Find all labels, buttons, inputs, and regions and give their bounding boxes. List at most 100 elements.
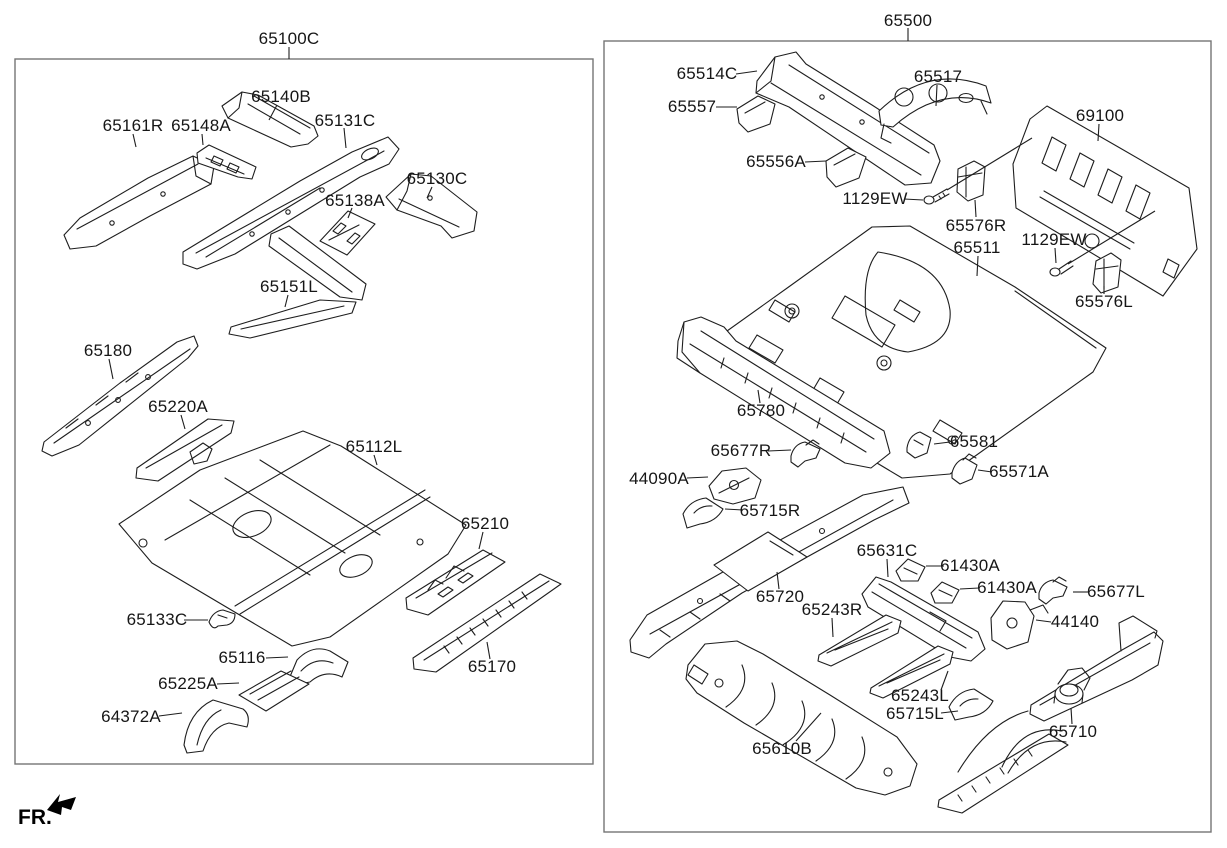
sketch-65720 — [629, 486, 910, 659]
sketch-65710 — [937, 615, 1164, 814]
part-label-65581: 65581 — [949, 432, 999, 451]
leader-line — [180, 414, 186, 430]
leader-line — [776, 571, 780, 590]
part-label-65556A: 65556A — [746, 152, 806, 171]
leader-line — [757, 389, 761, 404]
part-sketches — [41, 51, 1198, 814]
sketch-65514C — [755, 51, 941, 186]
leader-line — [974, 199, 977, 218]
leader-line — [1097, 123, 1100, 142]
sketch-65556A — [825, 147, 867, 188]
leader-line — [940, 710, 959, 714]
sketch-65610B — [685, 640, 918, 796]
part-label-65576R: 65576R — [945, 216, 1007, 235]
part-label-65557: 65557 — [667, 97, 717, 116]
part-label-44090A: 44090A — [629, 469, 689, 488]
leader-line — [886, 558, 889, 578]
part-label-65780: 65780 — [736, 401, 786, 420]
sketch-65112L — [118, 430, 467, 647]
part-label-65677L: 65677L — [1087, 582, 1145, 601]
part-label-65220A: 65220A — [148, 397, 208, 416]
part-label-65148A: 65148A — [171, 116, 231, 135]
leader-line — [478, 531, 484, 550]
sketch-65210 — [405, 549, 506, 616]
leader-line — [933, 441, 951, 445]
leader-line — [284, 294, 289, 308]
leader-line — [831, 617, 834, 638]
part-label-65130C: 65130C — [406, 169, 468, 188]
part-label-65715L: 65715L — [886, 704, 944, 723]
part-label-65116: 65116 — [218, 648, 266, 667]
sketch-65170 — [412, 573, 562, 673]
part-label-61430A: 61430A — [977, 578, 1037, 597]
part-label-65710: 65710 — [1048, 722, 1098, 741]
sketch-bolt-1129ew-left — [1049, 260, 1074, 277]
sketch-65138A — [319, 210, 376, 256]
sketch-65131C — [182, 136, 400, 270]
leader-line — [1035, 619, 1052, 623]
part-label-65517: 65517 — [913, 67, 963, 86]
part-label-65610B: 65610B — [752, 739, 812, 758]
leader-line — [976, 255, 979, 277]
part-label-65170: 65170 — [467, 657, 517, 676]
leader-lines — [108, 28, 1156, 742]
sketch-65130C — [385, 173, 478, 239]
leader-line — [1070, 707, 1073, 725]
part-label-61430A: 61430A — [940, 556, 1000, 575]
part-label-65210: 65210 — [460, 514, 510, 533]
fr-direction-arrow — [47, 794, 76, 815]
sketch-61430A-lower — [930, 581, 960, 604]
part-label-65243L: 65243L — [891, 686, 949, 705]
leader-line — [201, 133, 204, 146]
assembly-code-65500: 65500 — [883, 11, 933, 30]
sketch-65140B — [221, 91, 319, 148]
leader-line — [216, 682, 240, 685]
sketch-65715R — [682, 497, 724, 529]
leader-line — [804, 160, 827, 163]
sketch-65225A — [238, 670, 310, 712]
sketch-61430A-upper — [895, 558, 926, 582]
leader-line — [486, 641, 491, 660]
sketch-65133C — [208, 609, 236, 629]
leader-line — [132, 133, 137, 148]
leader-line — [158, 712, 183, 717]
part-label-65631C: 65631C — [856, 541, 918, 560]
sketch-65148A — [196, 144, 257, 180]
leader-line — [935, 84, 938, 107]
leader-line — [265, 656, 289, 659]
leader-line — [795, 712, 822, 742]
part-label-65677R: 65677R — [710, 441, 772, 460]
fr-direction-label: FR. — [18, 806, 52, 829]
assembly-code-65100C: 65100C — [258, 29, 320, 48]
sketch-65576L — [1092, 252, 1122, 294]
sketch-65780 — [676, 316, 891, 469]
sketch-65220A — [135, 418, 235, 482]
leader-line — [903, 198, 924, 201]
sketch-65581 — [906, 431, 932, 459]
sketch-44090A — [708, 467, 762, 505]
leader-line — [724, 508, 744, 511]
sketch-65151L — [228, 225, 367, 339]
sketch-65180 — [41, 335, 199, 457]
leader-line — [767, 449, 792, 452]
leader-line — [108, 358, 114, 380]
sketch-65677L — [1038, 576, 1068, 605]
part-label-65112L: 65112L — [345, 437, 403, 456]
part-label-65715R: 65715R — [739, 501, 801, 520]
sketch-65571A — [951, 453, 978, 485]
part-label-65180: 65180 — [83, 341, 133, 360]
leader-line — [735, 70, 758, 75]
leader-line — [977, 469, 993, 473]
sketch-65243L — [869, 645, 954, 699]
part-label-65514C: 65514C — [676, 64, 738, 83]
sketch-65557 — [736, 95, 776, 133]
part-label-1129EW: 1129EW — [1021, 230, 1087, 249]
part-label-65571A: 65571A — [989, 462, 1049, 481]
part-label-65225A: 65225A — [158, 674, 218, 693]
part-label-65576L: 65576L — [1075, 292, 1133, 311]
sketch-65243R — [817, 614, 902, 667]
sketch-65161R — [63, 155, 215, 250]
part-label-69100: 69100 — [1075, 106, 1125, 125]
part-label-1129EW: 1129EW — [842, 189, 908, 208]
